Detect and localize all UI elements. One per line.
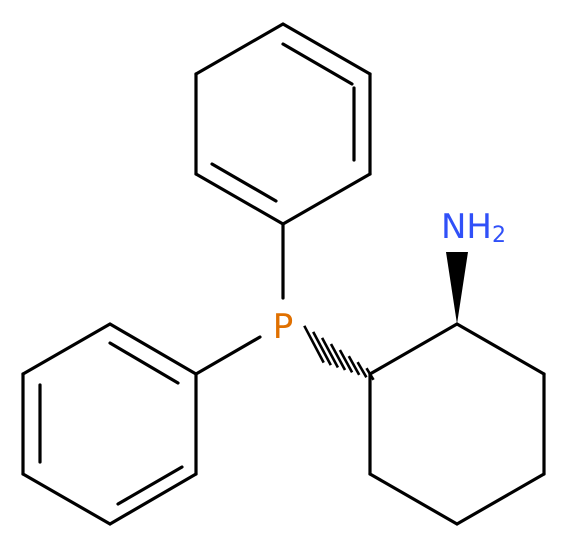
hash-line xyxy=(356,361,368,378)
hash-line xyxy=(312,331,332,366)
bond xyxy=(368,472,459,526)
bond xyxy=(281,172,372,226)
solid-wedge-bond xyxy=(446,252,468,324)
double-bond-inner xyxy=(108,341,180,385)
bond xyxy=(455,472,546,526)
bond xyxy=(21,472,112,526)
bond-p-left-phenyl xyxy=(194,335,262,376)
hash-line xyxy=(329,343,347,371)
hash-line xyxy=(338,349,354,374)
bond xyxy=(368,322,459,376)
left-phenyl-ring xyxy=(21,322,198,526)
cyclohexane-ring xyxy=(368,322,546,526)
hash-line xyxy=(320,337,340,369)
bond xyxy=(21,322,112,376)
double-bond-inner xyxy=(281,42,354,86)
amine-label: NH2 xyxy=(441,207,506,248)
bond xyxy=(194,22,285,76)
bond xyxy=(108,322,198,376)
double-bond-inner xyxy=(116,465,184,506)
double-bond-inner xyxy=(210,162,278,203)
top-phenyl-ring xyxy=(194,22,372,226)
amine-subscript: 2 xyxy=(492,223,506,248)
hash-line xyxy=(303,325,325,364)
bond xyxy=(281,22,372,76)
bond xyxy=(194,172,285,226)
bond xyxy=(455,322,546,376)
bond xyxy=(108,472,198,526)
phosphorus-label: P xyxy=(273,307,294,347)
hash-line xyxy=(347,355,361,376)
amine-symbol: NH xyxy=(441,207,492,247)
hashed-wedge-bond xyxy=(303,325,375,381)
